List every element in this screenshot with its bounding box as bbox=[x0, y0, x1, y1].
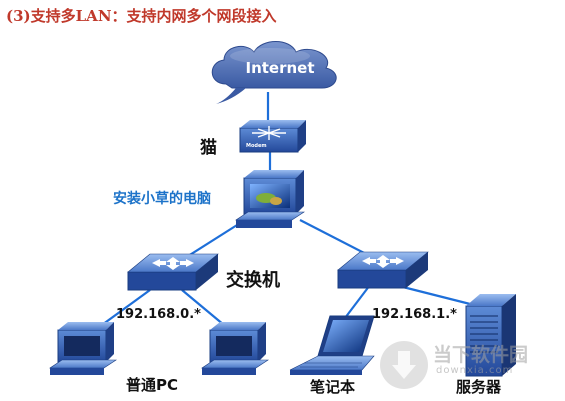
modem-icon bbox=[239, 120, 306, 153]
modem-label: 猫 bbox=[200, 138, 217, 158]
host-pc-label: 安装小草的电脑 bbox=[113, 191, 211, 207]
switch-label: 交换机 bbox=[226, 270, 280, 291]
cloud-icon bbox=[211, 41, 337, 104]
internet-label: Internet bbox=[245, 59, 315, 77]
laptop-icon bbox=[289, 315, 375, 375]
watermark-subtext: downxia.com bbox=[436, 365, 514, 376]
modem-device-text: Modem bbox=[246, 143, 267, 149]
subnet-label-1: 192.168.1.* bbox=[372, 307, 457, 322]
switch-icon-left bbox=[127, 253, 219, 291]
link-switchR-laptop bbox=[344, 284, 371, 319]
host-desktop-pc-icon bbox=[235, 170, 305, 228]
link-pc-switch-left bbox=[184, 219, 246, 259]
page-title: (3)支持多LAN：支持内网多个网段接入 bbox=[6, 7, 277, 25]
download-arrow-icon bbox=[380, 341, 428, 389]
laptop-label: 笔记本 bbox=[310, 378, 356, 396]
link-switchR-server bbox=[394, 283, 479, 308]
server-label: 服务器 bbox=[456, 378, 502, 396]
ordinary-pc-label: 普通PC bbox=[126, 376, 179, 394]
link-pc-switch-right bbox=[299, 219, 371, 257]
watermark-text: 当下软件园 bbox=[433, 344, 529, 366]
switch-icon-right bbox=[337, 251, 429, 289]
desktop-pc-icon-1 bbox=[49, 322, 117, 375]
subnet-label-0: 192.168.0.* bbox=[116, 307, 201, 322]
server-icon bbox=[465, 294, 516, 377]
desktop-pc-icon-2 bbox=[201, 322, 269, 375]
